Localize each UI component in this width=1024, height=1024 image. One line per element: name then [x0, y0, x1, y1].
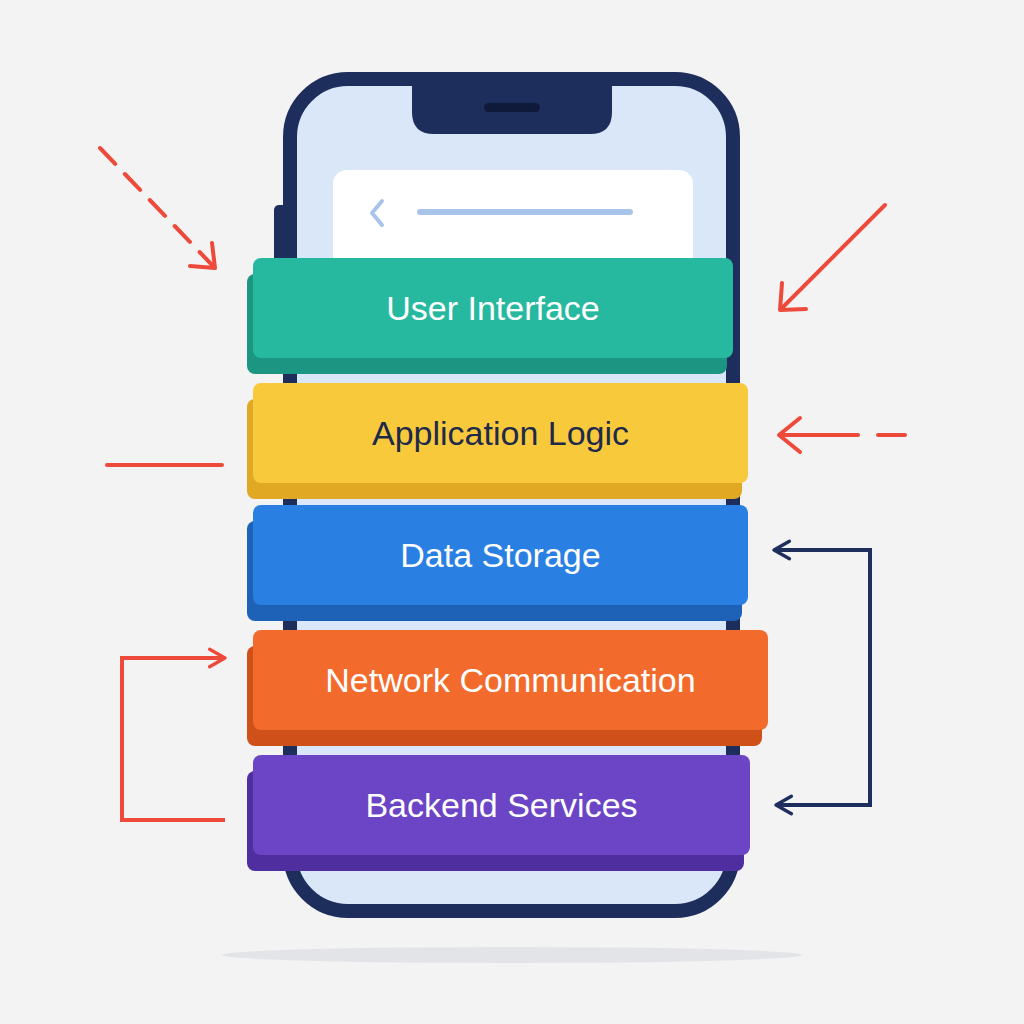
backend-network-connector [122, 658, 225, 820]
layer-label: Network Communication [325, 661, 695, 700]
layer-label: Data Storage [400, 536, 600, 575]
storage-backend-connector [774, 550, 870, 805]
layer-label: Backend Services [365, 786, 637, 825]
arrow-line [782, 205, 885, 308]
backend-layer-band: Backend Services [253, 755, 750, 855]
phone-shadow [222, 947, 802, 963]
arrow-line [780, 433, 858, 437]
layer-label: User Interface [386, 289, 600, 328]
screen-card [333, 170, 693, 270]
arrow-head [190, 243, 215, 268]
arrow-head [780, 283, 806, 310]
dashed-arrow-line [878, 433, 905, 437]
phone-notch [412, 76, 612, 134]
plain-line [107, 463, 222, 467]
ui-layer-band: User Interface [253, 258, 733, 358]
logic-layer-band: Application Logic [253, 383, 748, 483]
dashed-arrow-line [100, 148, 213, 266]
network-layer-band: Network Communication [253, 630, 768, 730]
layer-label: Application Logic [372, 414, 629, 453]
phone-speaker [484, 103, 540, 112]
title-bar-line [420, 209, 630, 215]
arrow-head [779, 418, 800, 452]
storage-layer-band: Data Storage [253, 505, 748, 605]
back-chevron [372, 201, 382, 225]
